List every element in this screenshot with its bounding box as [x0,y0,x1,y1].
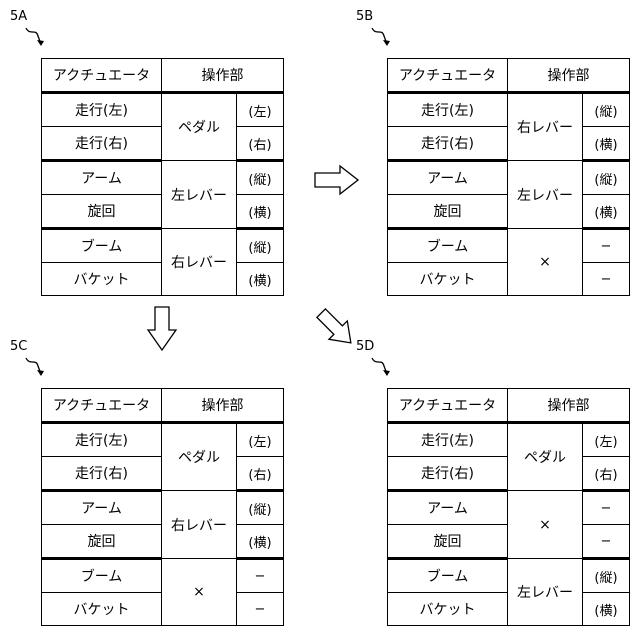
actuator-cell: ブーム [388,559,508,593]
actuator-cell: 旋回 [42,525,162,559]
table-row: アーム×− [388,491,630,525]
actuator-cell: 走行(左) [42,423,162,457]
actuator-cell: 走行(左) [388,423,508,457]
direction-cell: − [583,491,630,525]
control-cell: 左レバー [508,559,583,626]
leader-arrow-5d [370,356,392,378]
actuator-cell: バケット [388,593,508,626]
leader-arrow-5c [24,356,46,378]
figure-label-5c: 5C [10,340,27,353]
actuator-cell: 走行(左) [42,93,162,127]
actuator-cell: ブーム [42,229,162,263]
actuator-cell: 走行(左) [388,93,508,127]
actuator-cell: ブーム [42,559,162,593]
actuator-cell: 旋回 [388,195,508,229]
control-cell: 右レバー [162,229,237,296]
figure-label-5b: 5B [356,10,373,23]
mapping-table-5c: アクチュエータ操作部走行(左)ペダル(左)走行(右)(右)アーム右レバー(縦)旋… [41,388,284,626]
control-cell: ペダル [508,423,583,491]
header-actuator: アクチュエータ [388,59,508,93]
control-cell: 右レバー [508,93,583,161]
table-row: ブーム×− [42,559,284,593]
control-cell: × [508,229,583,296]
direction-cell: (左) [583,423,630,457]
actuator-cell: バケット [42,263,162,296]
table-row: ブーム左レバー(縦) [388,559,630,593]
actuator-cell: バケット [42,593,162,626]
actuator-cell: アーム [388,161,508,195]
actuator-cell: アーム [42,491,162,525]
direction-cell: (縦) [237,161,284,195]
actuator-cell: 旋回 [42,195,162,229]
arrow-down-to-5c [146,306,178,352]
arrow-right-to-5b [314,165,360,195]
direction-cell: (横) [237,263,284,296]
direction-cell: − [237,559,284,593]
direction-cell: (右) [237,127,284,161]
actuator-cell: アーム [388,491,508,525]
table-row: アーム左レバー(縦) [388,161,630,195]
actuator-cell: アーム [42,161,162,195]
mapping-table-5b: アクチュエータ操作部走行(左)右レバー(縦)走行(右)(横)アーム左レバー(縦)… [387,58,630,296]
actuator-cell: 走行(右) [388,127,508,161]
actuator-cell: 走行(右) [42,127,162,161]
actuator-cell: 走行(右) [42,457,162,491]
header-actuator: アクチュエータ [42,59,162,93]
header-actuator: アクチュエータ [42,389,162,423]
leader-arrow-5b [370,26,392,48]
direction-cell: (縦) [583,93,630,127]
figure-label-5a: 5A [10,10,27,23]
actuator-cell: ブーム [388,229,508,263]
direction-cell: (縦) [237,491,284,525]
table-row: ブーム×− [388,229,630,263]
direction-cell: − [583,229,630,263]
header-operation: 操作部 [508,389,630,423]
control-cell: ペダル [162,423,237,491]
direction-cell: − [583,525,630,559]
control-cell: × [508,491,583,559]
actuator-cell: バケット [388,263,508,296]
direction-cell: (横) [583,593,630,626]
leader-arrow-5a [24,26,46,48]
direction-cell: (横) [237,525,284,559]
direction-cell: (左) [237,93,284,127]
direction-cell: (横) [583,127,630,161]
header-operation: 操作部 [162,59,284,93]
actuator-cell: 旋回 [388,525,508,559]
direction-cell: (横) [237,195,284,229]
header-operation: 操作部 [508,59,630,93]
direction-cell: (右) [583,457,630,491]
actuator-cell: 走行(右) [388,457,508,491]
control-cell: 左レバー [162,161,237,229]
direction-cell: − [583,263,630,296]
direction-cell: (縦) [237,229,284,263]
table-row: 走行(左)ペダル(左) [42,423,284,457]
header-actuator: アクチュエータ [388,389,508,423]
header-operation: 操作部 [162,389,284,423]
mapping-table-5a: アクチュエータ操作部走行(左)ペダル(左)走行(右)(右)アーム左レバー(縦)旋… [41,58,284,296]
table-row: アーム右レバー(縦) [42,491,284,525]
table-row: 走行(左)ペダル(左) [388,423,630,457]
table-row: 走行(左)右レバー(縦) [388,93,630,127]
table-row: ブーム右レバー(縦) [42,229,284,263]
direction-cell: (右) [237,457,284,491]
table-row: アーム左レバー(縦) [42,161,284,195]
control-cell: 左レバー [508,161,583,229]
direction-cell: (縦) [583,559,630,593]
table-row: 走行(左)ペダル(左) [42,93,284,127]
direction-cell: (縦) [583,161,630,195]
mapping-table-5d: アクチュエータ操作部走行(左)ペダル(左)走行(右)(右)アーム×−旋回−ブーム… [387,388,630,626]
control-cell: ペダル [162,93,237,161]
control-cell: 右レバー [162,491,237,559]
direction-cell: (左) [237,423,284,457]
direction-cell: (横) [583,195,630,229]
control-cell: × [162,559,237,626]
arrow-diagonal-to-5d [312,304,360,352]
direction-cell: − [237,593,284,626]
